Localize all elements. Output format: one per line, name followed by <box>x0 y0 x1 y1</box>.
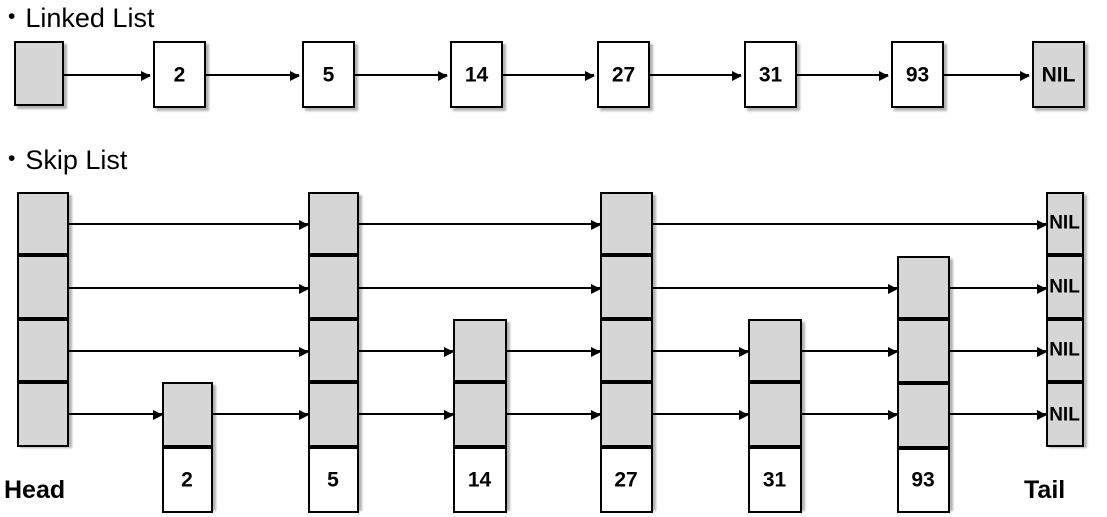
node-pointer-cell <box>307 318 359 382</box>
linked-list-node: 31 <box>744 41 797 108</box>
skip-list-node-tower: 27 <box>599 191 653 513</box>
section-title-text: Linked List <box>25 3 155 34</box>
linked-list-arrow <box>206 70 300 81</box>
node-pointer-cell <box>307 255 359 319</box>
skip-arrow-level4 <box>653 219 1047 230</box>
section-title-text: Skip List <box>25 145 128 176</box>
node-value: 27 <box>611 63 636 86</box>
nil-label: NIL <box>1049 339 1080 361</box>
linked-list-node: 27 <box>597 41 650 108</box>
skip-list-node-tower: 31 <box>747 318 802 513</box>
skip-list-node-tower: 93 <box>896 255 950 513</box>
skip-list-node-tower: 14 <box>452 318 507 513</box>
node-value-cell: 14 <box>452 447 507 513</box>
linked-list-head-box <box>14 41 64 106</box>
skip-arrow-level4 <box>359 219 601 230</box>
node-pointer-cell <box>896 255 950 319</box>
nil-label: NIL <box>1041 63 1076 86</box>
skip-list-head-tower <box>16 191 69 447</box>
node-value-cell: 93 <box>896 447 950 513</box>
skip-arrow-level1 <box>213 409 309 420</box>
head-cell-level-2 <box>16 318 69 382</box>
linked-list-node: 5 <box>302 41 355 108</box>
tail-nil-cell: NIL <box>1045 191 1084 255</box>
skip-arrow-level2 <box>653 346 749 357</box>
node-value: 5 <box>327 468 339 492</box>
node-pointer-cell <box>747 318 802 382</box>
tail-nil-cell: NIL <box>1045 255 1084 319</box>
node-pointer-cell <box>307 382 359 447</box>
tail-nil-cell: NIL <box>1045 382 1084 447</box>
node-value-cell: 31 <box>747 447 802 513</box>
node-value: 5 <box>322 63 335 86</box>
linked-list-node: 14 <box>450 41 503 108</box>
nil-label: NIL <box>1049 276 1080 298</box>
node-pointer-cell <box>896 382 950 448</box>
node-value: 31 <box>758 63 783 86</box>
skip-arrow-level2 <box>69 346 309 357</box>
node-pointer-cell <box>599 382 653 447</box>
node-value: 31 <box>762 468 787 492</box>
skip-arrow-level2 <box>802 346 898 357</box>
skip-arrow-level1 <box>653 409 749 420</box>
skip-arrow-level3 <box>359 283 601 294</box>
skip-arrow-level4 <box>69 219 309 230</box>
node-value: 27 <box>614 468 638 492</box>
node-value: 93 <box>911 468 935 492</box>
node-value-cell: 2 <box>161 447 213 513</box>
node-value: 14 <box>464 63 489 86</box>
skip-arrow-level3 <box>653 283 898 294</box>
node-pointer-cell <box>452 382 507 447</box>
head-cell-level-1 <box>16 382 69 447</box>
skip-list-tail-label: Tail <box>1024 476 1066 504</box>
node-pointer-cell <box>599 255 653 319</box>
bullet-icon: • <box>8 147 16 171</box>
tail-nil-cell: NIL <box>1045 318 1084 382</box>
node-pointer-cell <box>307 191 359 255</box>
node-pointer-cell <box>747 382 802 447</box>
skip-arrow-level2 <box>359 346 454 357</box>
skip-arrow-level1 <box>507 409 601 420</box>
linked-list-arrow <box>503 70 595 81</box>
section-heading-skip-list: • Skip List <box>8 146 127 174</box>
skip-arrow-level2 <box>950 346 1047 357</box>
skip-arrow-level1 <box>359 409 454 420</box>
node-value-cell: 27 <box>599 447 653 513</box>
skip-arrow-level3 <box>69 283 309 294</box>
skip-list-tail-tower: NIL NIL NIL NIL <box>1045 191 1084 447</box>
node-pointer-cell <box>599 191 653 255</box>
node-pointer-cell <box>452 318 507 382</box>
head-cell-level-3 <box>16 255 69 319</box>
skip-arrow-level3 <box>950 283 1047 294</box>
skip-arrow-level1 <box>802 409 898 420</box>
linked-list-arrow <box>797 70 889 81</box>
skip-arrow-level2 <box>507 346 601 357</box>
linked-list-node: 2 <box>153 41 206 108</box>
node-pointer-cell <box>161 381 213 447</box>
node-value: 14 <box>467 468 492 492</box>
linked-list-node: 93 <box>891 41 944 108</box>
nil-label: NIL <box>1049 404 1080 425</box>
head-cell-level-4 <box>16 191 69 255</box>
linked-list-arrow <box>64 70 151 81</box>
skip-list-head-label: Head <box>4 476 66 504</box>
bullet-icon: • <box>8 5 16 29</box>
skip-arrow-level1 <box>69 409 163 420</box>
node-pointer-cell <box>599 318 653 382</box>
skip-list-node-tower: 2 <box>161 381 213 513</box>
linked-list-arrow <box>355 70 448 81</box>
node-value: 2 <box>181 468 193 492</box>
linked-list-arrow <box>650 70 742 81</box>
node-pointer-cell <box>896 319 950 383</box>
nil-label: NIL <box>1049 212 1080 234</box>
section-heading-linked-list: • Linked List <box>8 4 154 32</box>
skip-arrow-level1 <box>950 409 1047 420</box>
linked-list-arrow <box>944 70 1030 81</box>
node-value: 2 <box>173 63 186 86</box>
linked-list-nil-box: NIL <box>1032 41 1085 108</box>
skip-list-node-tower: 5 <box>307 191 359 513</box>
node-value-cell: 5 <box>307 447 359 513</box>
node-value: 93 <box>905 63 930 86</box>
